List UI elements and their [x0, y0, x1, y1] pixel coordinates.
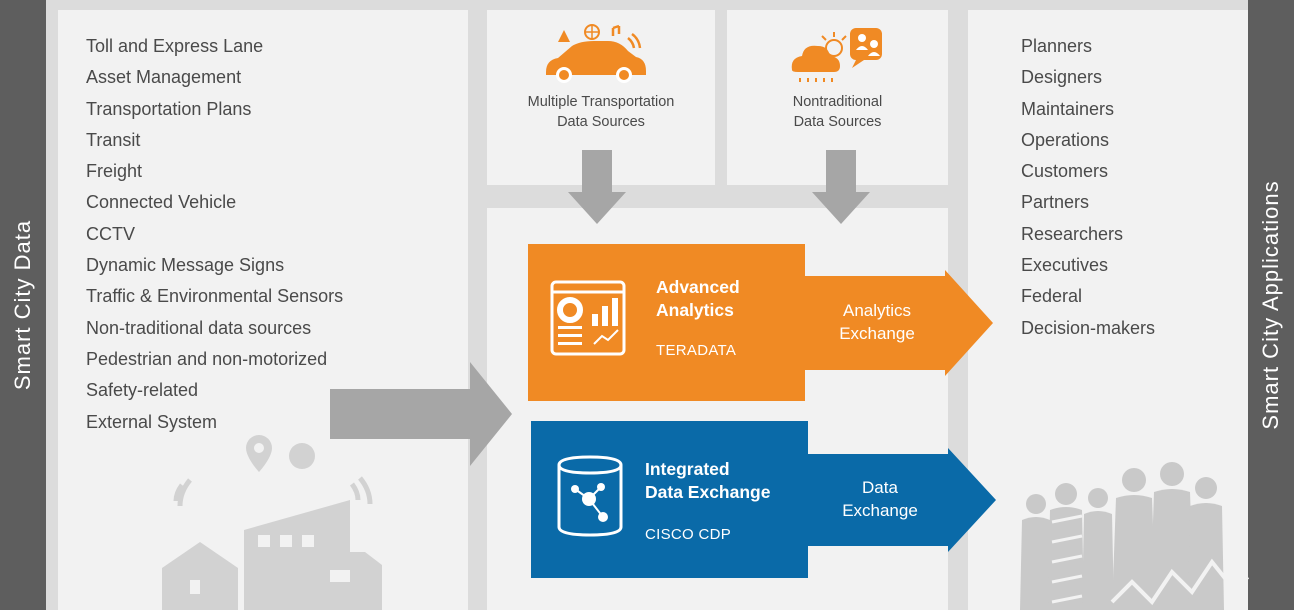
list-item: Planners [1021, 36, 1093, 56]
list-item: Executives [1021, 255, 1109, 276]
exchange-vendor: CISCO CDP [645, 526, 732, 543]
list-item: Freight [86, 161, 143, 182]
left-band: Smart City Data [0, 0, 46, 610]
dashboard-icon [550, 280, 626, 356]
list-item: Partners [1021, 192, 1090, 213]
source-label-transport: Multiple Transportation Data Sources [527, 94, 675, 130]
list-item: Researchers [1021, 223, 1124, 244]
list-item: CCTV [86, 223, 135, 244]
data-exchange-arrow [808, 448, 996, 552]
list-item: Pedestrian and non-motorized [86, 348, 328, 369]
data-panel [58, 10, 468, 610]
list-item: Federal [1021, 286, 1083, 307]
analytics-exchange-arrow [805, 270, 993, 376]
list-item: Connected Vehicle [86, 192, 237, 213]
list-item: Maintainers [1021, 98, 1115, 119]
list-item: Transportation Plans [86, 98, 252, 119]
list-item: Designers [1021, 67, 1103, 88]
database-network-icon [557, 455, 623, 537]
exchange-title: Integrated Data Exchange [645, 459, 771, 502]
left-band-label: Smart City Data [10, 219, 35, 391]
list-item: Dynamic Message Signs [86, 255, 285, 276]
data-exchange-label: Data Exchange [842, 478, 918, 520]
advanced-analytics-box: Advanced Analytics TERADATA [528, 244, 805, 401]
list-item: Traffic & Environmental Sensors [86, 286, 344, 307]
list-item: Safety-related [86, 380, 199, 401]
applications-list: Planners Designers Maintainers Operation… [1021, 31, 1155, 344]
data-exchange-box: Integrated Data Exchange CISCO CDP [531, 421, 808, 578]
list-item: Transit [86, 129, 141, 150]
list-item: Non-traditional data sources [86, 317, 312, 338]
people-illustration [1020, 462, 1250, 610]
list-item: Customers [1021, 161, 1109, 182]
right-band-label: Smart City Applications [1258, 180, 1283, 430]
analytics-title: Advanced Analytics [656, 277, 740, 320]
list-item: Operations [1021, 129, 1110, 150]
data-flow-arrow [330, 362, 512, 466]
source-down-arrow-transport [568, 150, 626, 224]
list-item: External System [86, 411, 218, 432]
analytics-exchange-label: Analytics Exchange [839, 301, 915, 343]
data-list: Toll and Express Lane Asset Management T… [86, 31, 343, 438]
analytics-vendor: TERADATA [656, 342, 737, 359]
list-item: Toll and Express Lane [86, 36, 264, 56]
list-item: Decision-makers [1021, 317, 1156, 338]
source-down-arrow-nontraditional [812, 150, 870, 224]
weather-icon [791, 28, 882, 82]
source-label-nontraditional: Nontraditional Data Sources [792, 94, 883, 130]
list-item: Asset Management [86, 67, 242, 88]
car-icon [546, 24, 646, 83]
right-band: Smart City Applications [1248, 0, 1294, 610]
city-illustration [162, 435, 382, 610]
